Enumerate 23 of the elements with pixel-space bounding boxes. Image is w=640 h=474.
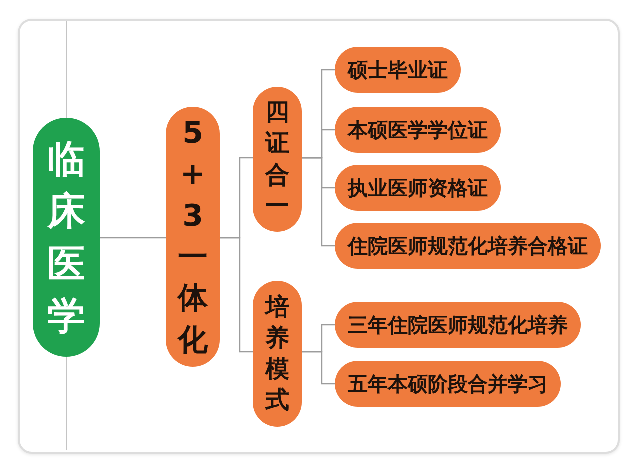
topic-label: 5+3一体化	[178, 114, 208, 360]
topic-pill	[166, 107, 220, 367]
topic-label: 临床医学	[48, 136, 86, 340]
topic-pill	[335, 302, 581, 348]
topic-label: 住院医师规范化培养合格证	[348, 234, 588, 258]
topic-label: 四证合一	[266, 97, 290, 222]
topic-pill	[335, 107, 501, 153]
topic-pill	[335, 223, 601, 269]
topic-label: 执业医师资格证	[348, 176, 488, 200]
topic-label: 五年本硕阶段合并学习	[348, 372, 548, 396]
topic-pill	[253, 281, 302, 427]
topic-pill	[335, 361, 561, 407]
topic-pill	[335, 47, 461, 93]
topic-pill	[335, 165, 501, 211]
connector-line	[302, 351, 335, 385]
topic-pill	[253, 87, 302, 232]
topic-label: 硕士毕业证	[348, 58, 448, 82]
connector-line	[302, 157, 335, 247]
topic-label: 培养模式	[266, 292, 290, 416]
connector-line	[100, 237, 166, 239]
topic-label: 本硕医学学位证	[348, 118, 488, 142]
connector-line	[220, 237, 253, 353]
topic-label: 三年住院医师规范化培养	[348, 313, 568, 337]
